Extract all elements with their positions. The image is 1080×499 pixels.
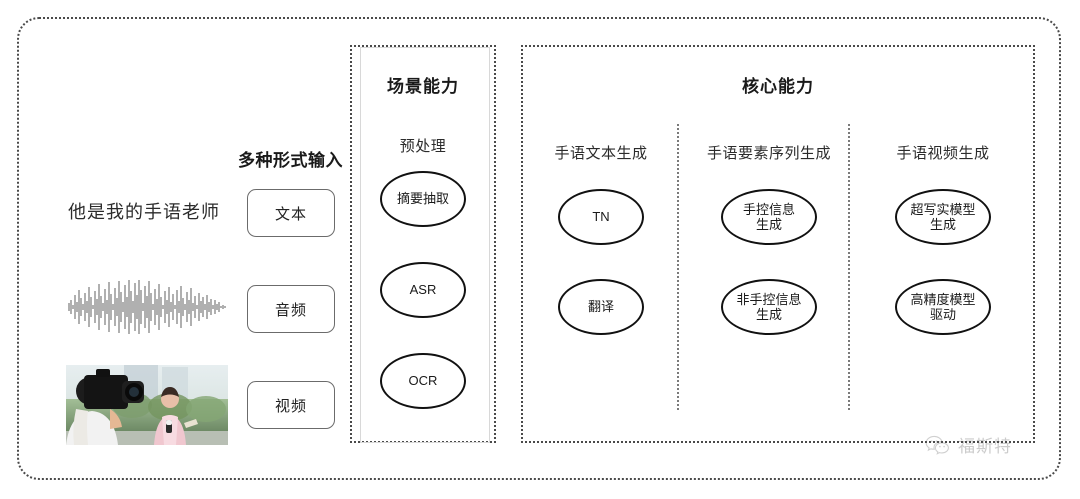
core-column-title: 手语要素序列生成	[706, 145, 831, 162]
modality-button-audio[interactable]: 音频	[247, 285, 335, 333]
core-column-divider-1	[677, 124, 679, 410]
core-node-non-manual-info-line1: 非手控信息	[736, 291, 802, 307]
scene-capability-panel: 场景能力 预处理 摘要抽取 ASR OCR	[350, 45, 496, 443]
core-node-manual-info-line1: 手控信息	[742, 201, 795, 217]
scene-capability-title: 场景能力	[387, 77, 459, 96]
core-node-non-manual-info-line2: 生成	[755, 307, 782, 322]
core-node-list: 手控信息 生成 非手控信息 生成	[689, 189, 849, 335]
modality-button-text-label: 文本	[274, 205, 307, 223]
scene-node-asr-label: ASR	[409, 282, 437, 298]
core-node-non-manual-info[interactable]: 非手控信息 生成	[721, 279, 817, 335]
core-node-manual-info-line2: 生成	[755, 217, 782, 232]
core-node-manual-info-label: 手控信息 生成	[739, 202, 799, 233]
core-node-high-precision-model-label: 高精度模型 驱动	[906, 292, 979, 323]
core-node-hyperreal-model[interactable]: 超写实模型 生成	[895, 189, 991, 245]
modality-button-video[interactable]: 视频	[247, 381, 335, 429]
multi-input-heading: 多种形式输入	[238, 151, 343, 170]
scene-node-ocr-label: OCR	[408, 373, 438, 389]
core-node-tn[interactable]: TN	[558, 189, 644, 245]
input-section: 多种形式输入 他是我的手语老师	[20, 40, 343, 445]
core-node-non-manual-info-label: 非手控信息 生成	[732, 292, 805, 323]
modality-button-video-label: 视频	[274, 397, 307, 415]
core-column-title: 手语视频生成	[896, 145, 990, 162]
scene-node-ocr[interactable]: OCR	[380, 353, 466, 409]
diagram-outer-frame	[17, 17, 1061, 480]
video-thumbnail-icon	[66, 365, 228, 445]
watermark-text: 福斯特	[958, 437, 1012, 456]
sample-sentence-text: 他是我的手语老师	[68, 202, 220, 222]
core-capability-panel: 核心能力 手语文本生成 TN 翻译 手语要素序列生成 手控信息 生成	[521, 45, 1035, 443]
core-node-high-precision-model-line2: 驱动	[929, 307, 956, 322]
core-node-hyperreal-model-label: 超写实模型 生成	[906, 202, 979, 233]
core-node-translate[interactable]: 翻译	[558, 279, 644, 335]
core-node-high-precision-model-line1: 高精度模型	[910, 291, 976, 307]
scene-capability-panel-inner	[360, 47, 490, 443]
core-node-manual-info[interactable]: 手控信息 生成	[721, 189, 817, 245]
core-column-sign-text-generation: 手语文本生成 TN 翻译	[521, 142, 681, 369]
core-node-high-precision-model[interactable]: 高精度模型 驱动	[895, 279, 991, 335]
core-node-hyperreal-model-line2: 生成	[929, 217, 956, 232]
core-column-title: 手语文本生成	[554, 145, 648, 162]
modality-button-text[interactable]: 文本	[247, 189, 335, 237]
core-node-tn-label: TN	[592, 209, 610, 225]
watermark: 福斯特	[925, 432, 1012, 457]
scene-node-asr[interactable]: ASR	[380, 262, 466, 318]
scene-node-list: 摘要抽取 ASR OCR	[352, 171, 494, 444]
scene-capability-subtitle: 预处理	[399, 138, 447, 155]
scene-node-summary[interactable]: 摘要抽取	[380, 171, 466, 227]
core-node-list: TN 翻译	[521, 189, 681, 335]
scene-node-summary-label: 摘要抽取	[396, 191, 449, 207]
wechat-bubble-icon	[925, 435, 949, 455]
audio-waveform-icon	[68, 280, 226, 334]
core-node-list: 超写实模型 生成 高精度模型 驱动	[863, 189, 1023, 335]
core-column-sign-element-sequence-generation: 手语要素序列生成 手控信息 生成 非手控信息 生成	[689, 142, 849, 369]
core-node-translate-label: 翻译	[587, 299, 614, 315]
core-column-divider-2	[848, 124, 850, 410]
core-capability-title: 核心能力	[742, 77, 814, 96]
core-column-sign-video-generation: 手语视频生成 超写实模型 生成 高精度模型 驱动	[863, 142, 1023, 369]
core-node-hyperreal-model-line1: 超写实模型	[910, 201, 976, 217]
modality-button-audio-label: 音频	[274, 301, 307, 319]
